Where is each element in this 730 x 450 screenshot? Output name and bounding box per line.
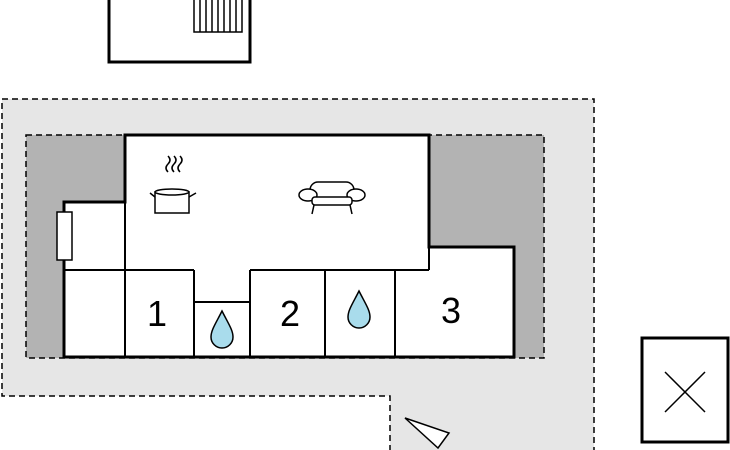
upper-structure <box>107 0 252 64</box>
interior-walls <box>64 202 430 357</box>
room-label-1: 1 <box>147 293 167 334</box>
compass-north-arrow-icon <box>404 417 451 450</box>
room-label-3: 3 <box>441 290 461 331</box>
kitchen-pot-icon <box>149 155 197 214</box>
fireplace-icon <box>56 211 73 261</box>
bathroom-water-drop-icon <box>347 289 371 329</box>
stairs-icon <box>193 0 243 33</box>
room-label-2: 2 <box>280 293 300 334</box>
bathroom-water-drop-icon <box>210 309 234 349</box>
outbuilding-box <box>640 336 730 444</box>
sofa-icon <box>298 181 366 215</box>
